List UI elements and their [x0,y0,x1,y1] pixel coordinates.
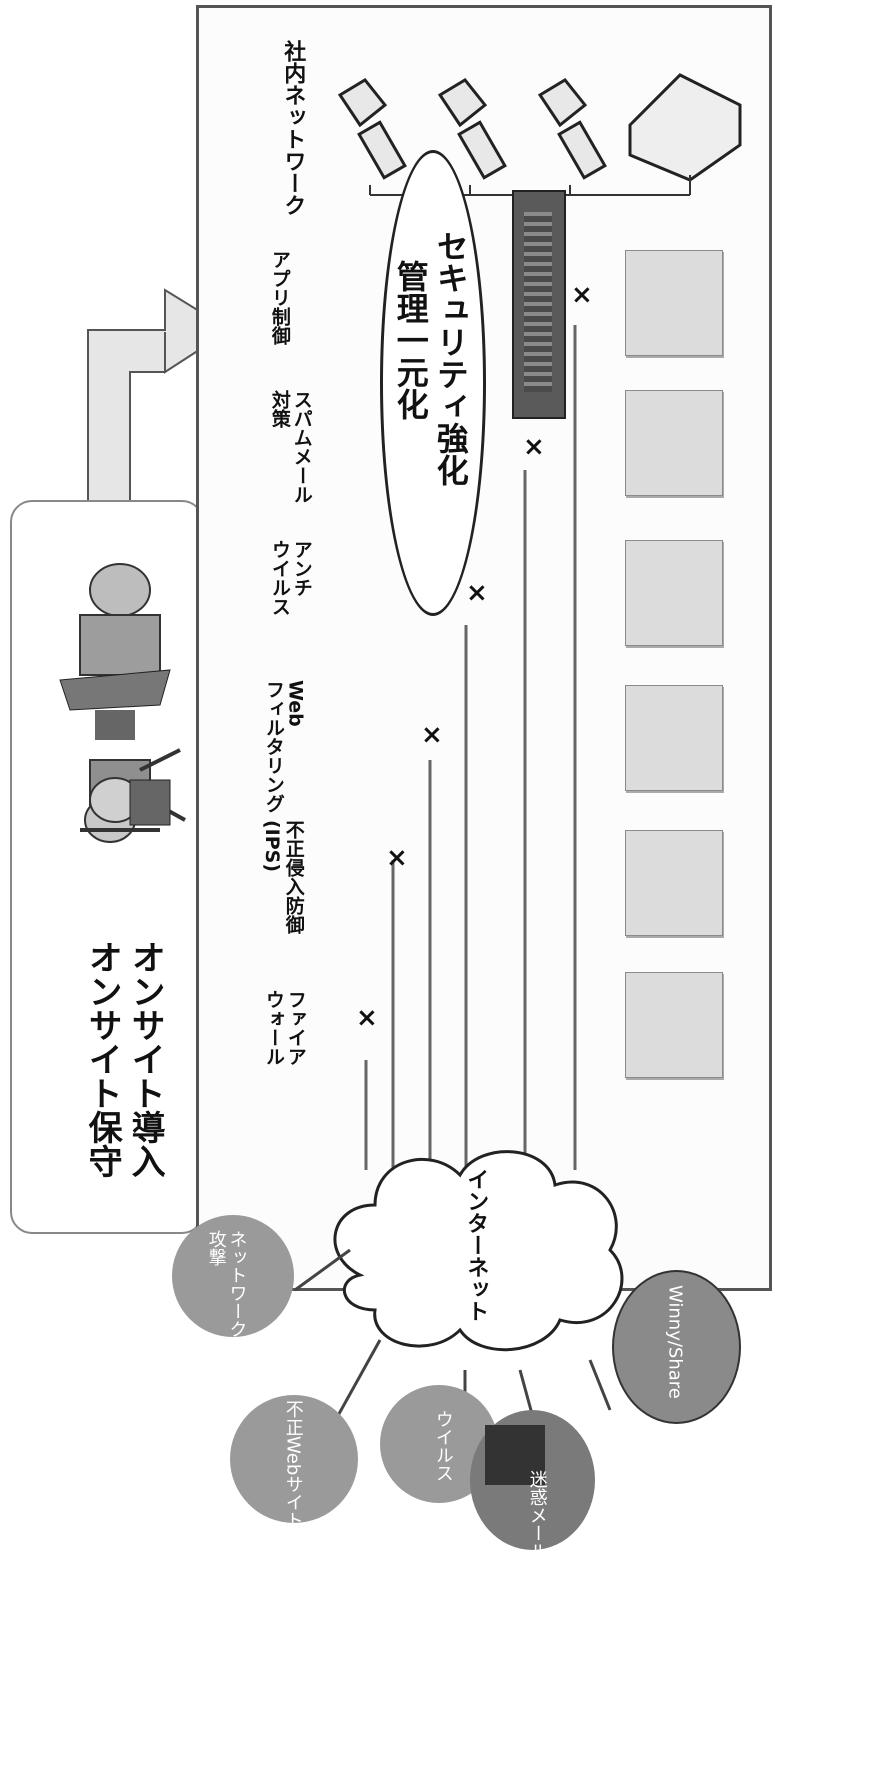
threat-fraud-web [230,1395,358,1523]
pc-icon [437,78,507,180]
network-label: 社内ネットワーク [280,40,306,216]
category-web-filter: Web フィルタリング [262,680,307,813]
threat-network-attack-label: ネットワーク 攻撃 [205,1230,248,1338]
pc-icon [537,78,607,180]
block-mark-web: × [421,720,443,750]
threat-fraud-web-label: 不正Webサイト [282,1400,304,1530]
web-filter-tile [625,685,723,791]
threat-winny-label: Winny/Share [664,1285,686,1399]
network-devices [337,73,742,196]
threat-spam-mail-icon [485,1425,545,1485]
cloud-label: インターネット [463,1168,489,1322]
internet-cloud [333,1150,624,1352]
ellipse-line1: セキュリティ強化 [431,230,470,486]
ips-tile [625,830,723,936]
app-control-tile [625,250,723,356]
block-mark-app: × [571,280,593,310]
unify-ellipse [380,150,486,616]
antivirus-tile [625,540,723,646]
category-firewall: ファイア ウォール [262,990,307,1066]
category-antivirus: アンチ ウイルス [268,540,313,616]
block-mark-antivirus: × [466,578,488,608]
category-spam: スパムメール 対策 [268,390,313,504]
threat-winny [612,1270,741,1424]
block-mark-ips: × [386,843,408,873]
spam-tile [625,390,723,496]
onsite-line1: オンサイト導入 [125,940,166,1178]
category-ips: 不正侵入防御 (IPS) [260,820,305,934]
worker-illustration [80,777,171,832]
pc-icon [337,78,407,180]
block-mark-firewall: × [356,1003,378,1033]
block-mark-spam: × [523,432,545,462]
threat-network-attack [172,1215,294,1337]
appliance-device [512,190,566,419]
onsite-line2: オンサイト保守 [82,940,123,1178]
threat-virus-label: ウイルス [432,1410,454,1482]
ellipse-line2: 管理一元化 [391,260,430,420]
firewall-tile [625,972,723,1078]
threat-spam-mail-label: 迷惑メール [526,1470,548,1560]
category-app-control: アプリ制御 [268,250,291,345]
